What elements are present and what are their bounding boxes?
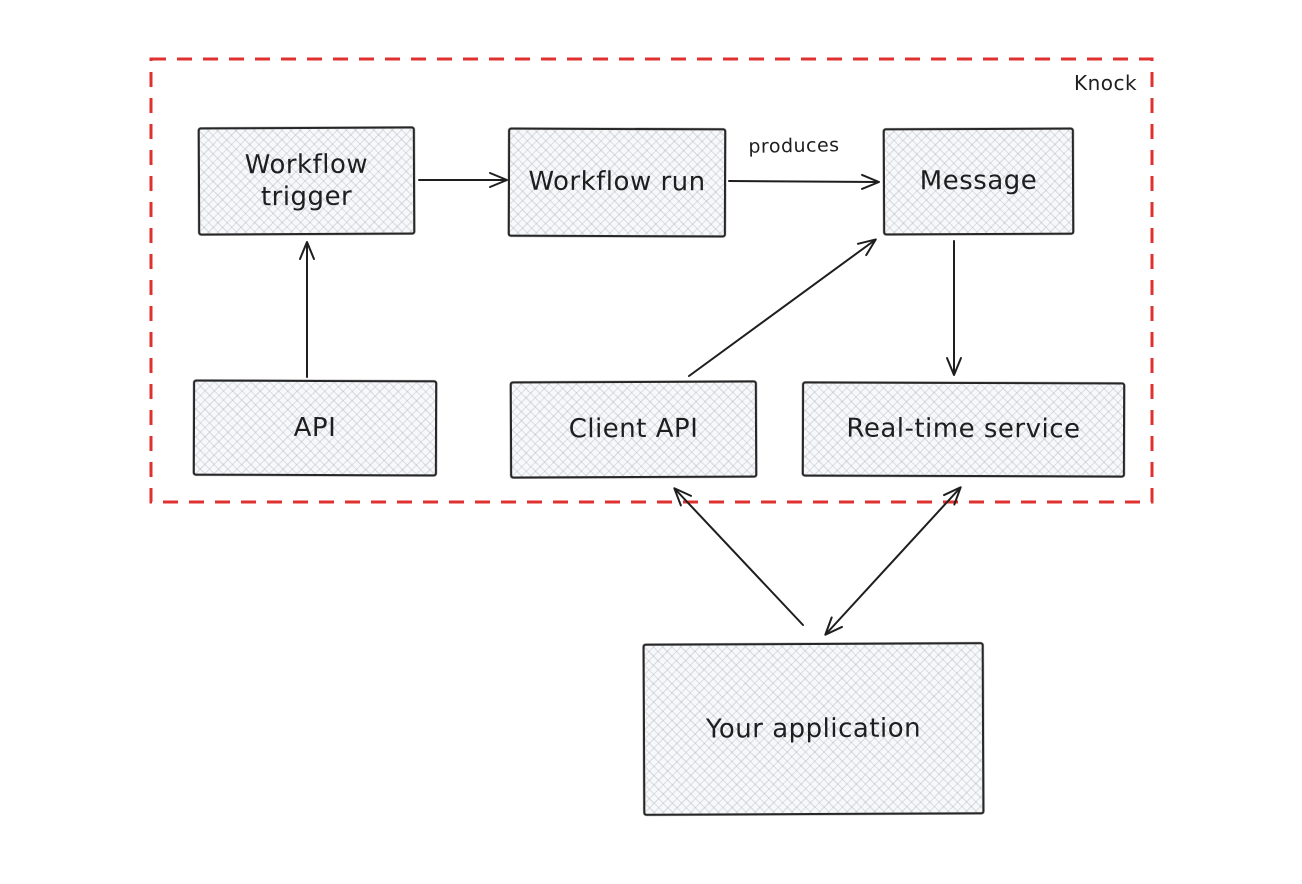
node-realtime-service-label: Real-time service [846, 413, 1081, 445]
node-client-api-label: Client API [568, 413, 699, 445]
node-workflow-trigger-label: Workflow trigger [244, 149, 369, 213]
edge-your-application-to-client-api [673, 487, 804, 626]
node-workflow-run-label: Workflow run [528, 166, 706, 198]
edge-realtime-service-your-application-bidirectional [824, 486, 962, 636]
node-your-application: Your application [642, 642, 985, 816]
edge-label-produces: produces [748, 134, 840, 158]
node-client-api: Client API [509, 380, 758, 479]
node-realtime-service: Real-time service [801, 381, 1126, 478]
node-workflow-run: Workflow run [507, 127, 727, 238]
knock-boundary-label: Knock [1074, 71, 1138, 95]
edge-client-api-to-message [688, 238, 877, 377]
knock-boundary-box [149, 57, 1154, 504]
edge-workflow-run-to-message [728, 173, 880, 190]
node-workflow-trigger: Workflow trigger [197, 126, 416, 236]
node-your-application-label: Your application [705, 713, 922, 745]
node-api: API [192, 379, 438, 477]
node-message-label: Message [919, 165, 1038, 197]
node-message: Message [882, 127, 1075, 236]
node-api-label: API [293, 412, 337, 443]
